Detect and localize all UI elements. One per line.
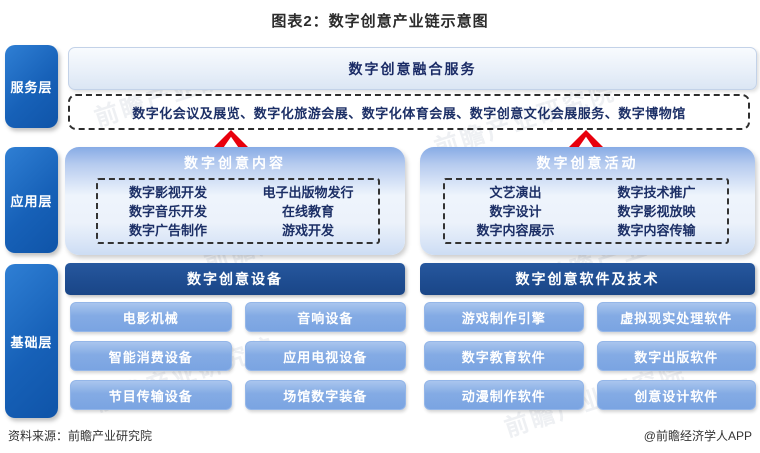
software-item: 动漫制作软件 [424,380,584,410]
foundation-software-grid: 游戏制作引擎 虚拟现实处理软件 数字教育软件 数字出版软件 动漫制作软件 创意设… [424,302,756,410]
list-item: 数字内容传输 [617,222,696,238]
software-item: 虚拟现实处理软件 [596,302,756,332]
layer-label-service: 服务层 [5,45,58,128]
list-item: 数字内容展示 [476,222,555,238]
list-item: 电子出版物发行 [262,184,354,200]
list-item: 文艺演出 [489,184,542,200]
foundation-header-software: 数字创意软件及技术 [420,263,755,295]
up-arrow-icon [569,130,603,147]
list-item: 数字影视放映 [617,203,696,219]
page-title: 图表2：数字创意产业链示意图 [271,13,489,30]
equipment-item: 应用电视设备 [244,341,406,371]
app-box-digital-activity: 数字创意活动 文艺演出 数字设计 数字内容展示 数字技术推广 数字影视放映 数字… [420,147,755,255]
foundation-header-equipment: 数字创意设备 [65,263,405,295]
app-content-col1: 数字影视开发 数字音乐开发 数字广告制作 [98,183,238,240]
equipment-item: 电影机械 [70,302,232,332]
list-item: 在线教育 [281,203,334,219]
foundation-equipment-grid: 电影机械 音响设备 智能消费设备 应用电视设备 节目传输设备 场馆数字装备 [70,302,406,410]
equipment-item: 音响设备 [244,302,406,332]
service-fusion-bar: 数字创意融合服务 [68,47,757,90]
app-activity-items-box: 文艺演出 数字设计 数字内容展示 数字技术推广 数字影视放映 数字内容传输 [443,178,729,244]
list-item: 数字广告制作 [128,222,207,238]
app-activity-col1: 文艺演出 数字设计 数字内容展示 [445,183,586,240]
software-item: 数字教育软件 [424,341,584,371]
app-content-items-box: 数字影视开发 数字音乐开发 数字广告制作 电子出版物发行 在线教育 游戏开发 [96,178,380,244]
list-item: 游戏开发 [281,222,334,238]
app-box-title: 数字创意活动 [536,155,639,171]
list-item: 数字设计 [489,203,542,219]
up-arrow-icon [214,130,248,147]
app-content-col2: 电子出版物发行 在线教育 游戏开发 [238,183,378,240]
credit-note: @前瞻经济学人APP [643,429,752,443]
layer-label-foundation: 基础层 [5,264,58,418]
list-item: 数字影视开发 [128,184,207,200]
software-item: 游戏制作引擎 [424,302,584,332]
app-box-title: 数字创意内容 [184,155,286,171]
layer-label-application: 应用层 [5,147,58,253]
equipment-item: 场馆数字装备 [244,380,406,410]
list-item: 数字技术推广 [617,184,696,200]
software-item: 创意设计软件 [596,380,756,410]
list-item: 数字音乐开发 [128,203,207,219]
software-item: 数字出版软件 [596,341,756,371]
service-items-box: 数字化会议及展览、数字化旅游会展、数字化体育会展、数字创意文化会展服务、数字博物… [68,94,750,130]
equipment-item: 智能消费设备 [70,341,232,371]
app-box-digital-content: 数字创意内容 数字影视开发 数字音乐开发 数字广告制作 电子出版物发行 在线教育… [65,147,405,255]
equipment-item: 节目传输设备 [70,380,232,410]
data-source-note: 资料来源：前瞻产业研究院 [8,429,153,443]
app-activity-col2: 数字技术推广 数字影视放映 数字内容传输 [586,183,727,240]
